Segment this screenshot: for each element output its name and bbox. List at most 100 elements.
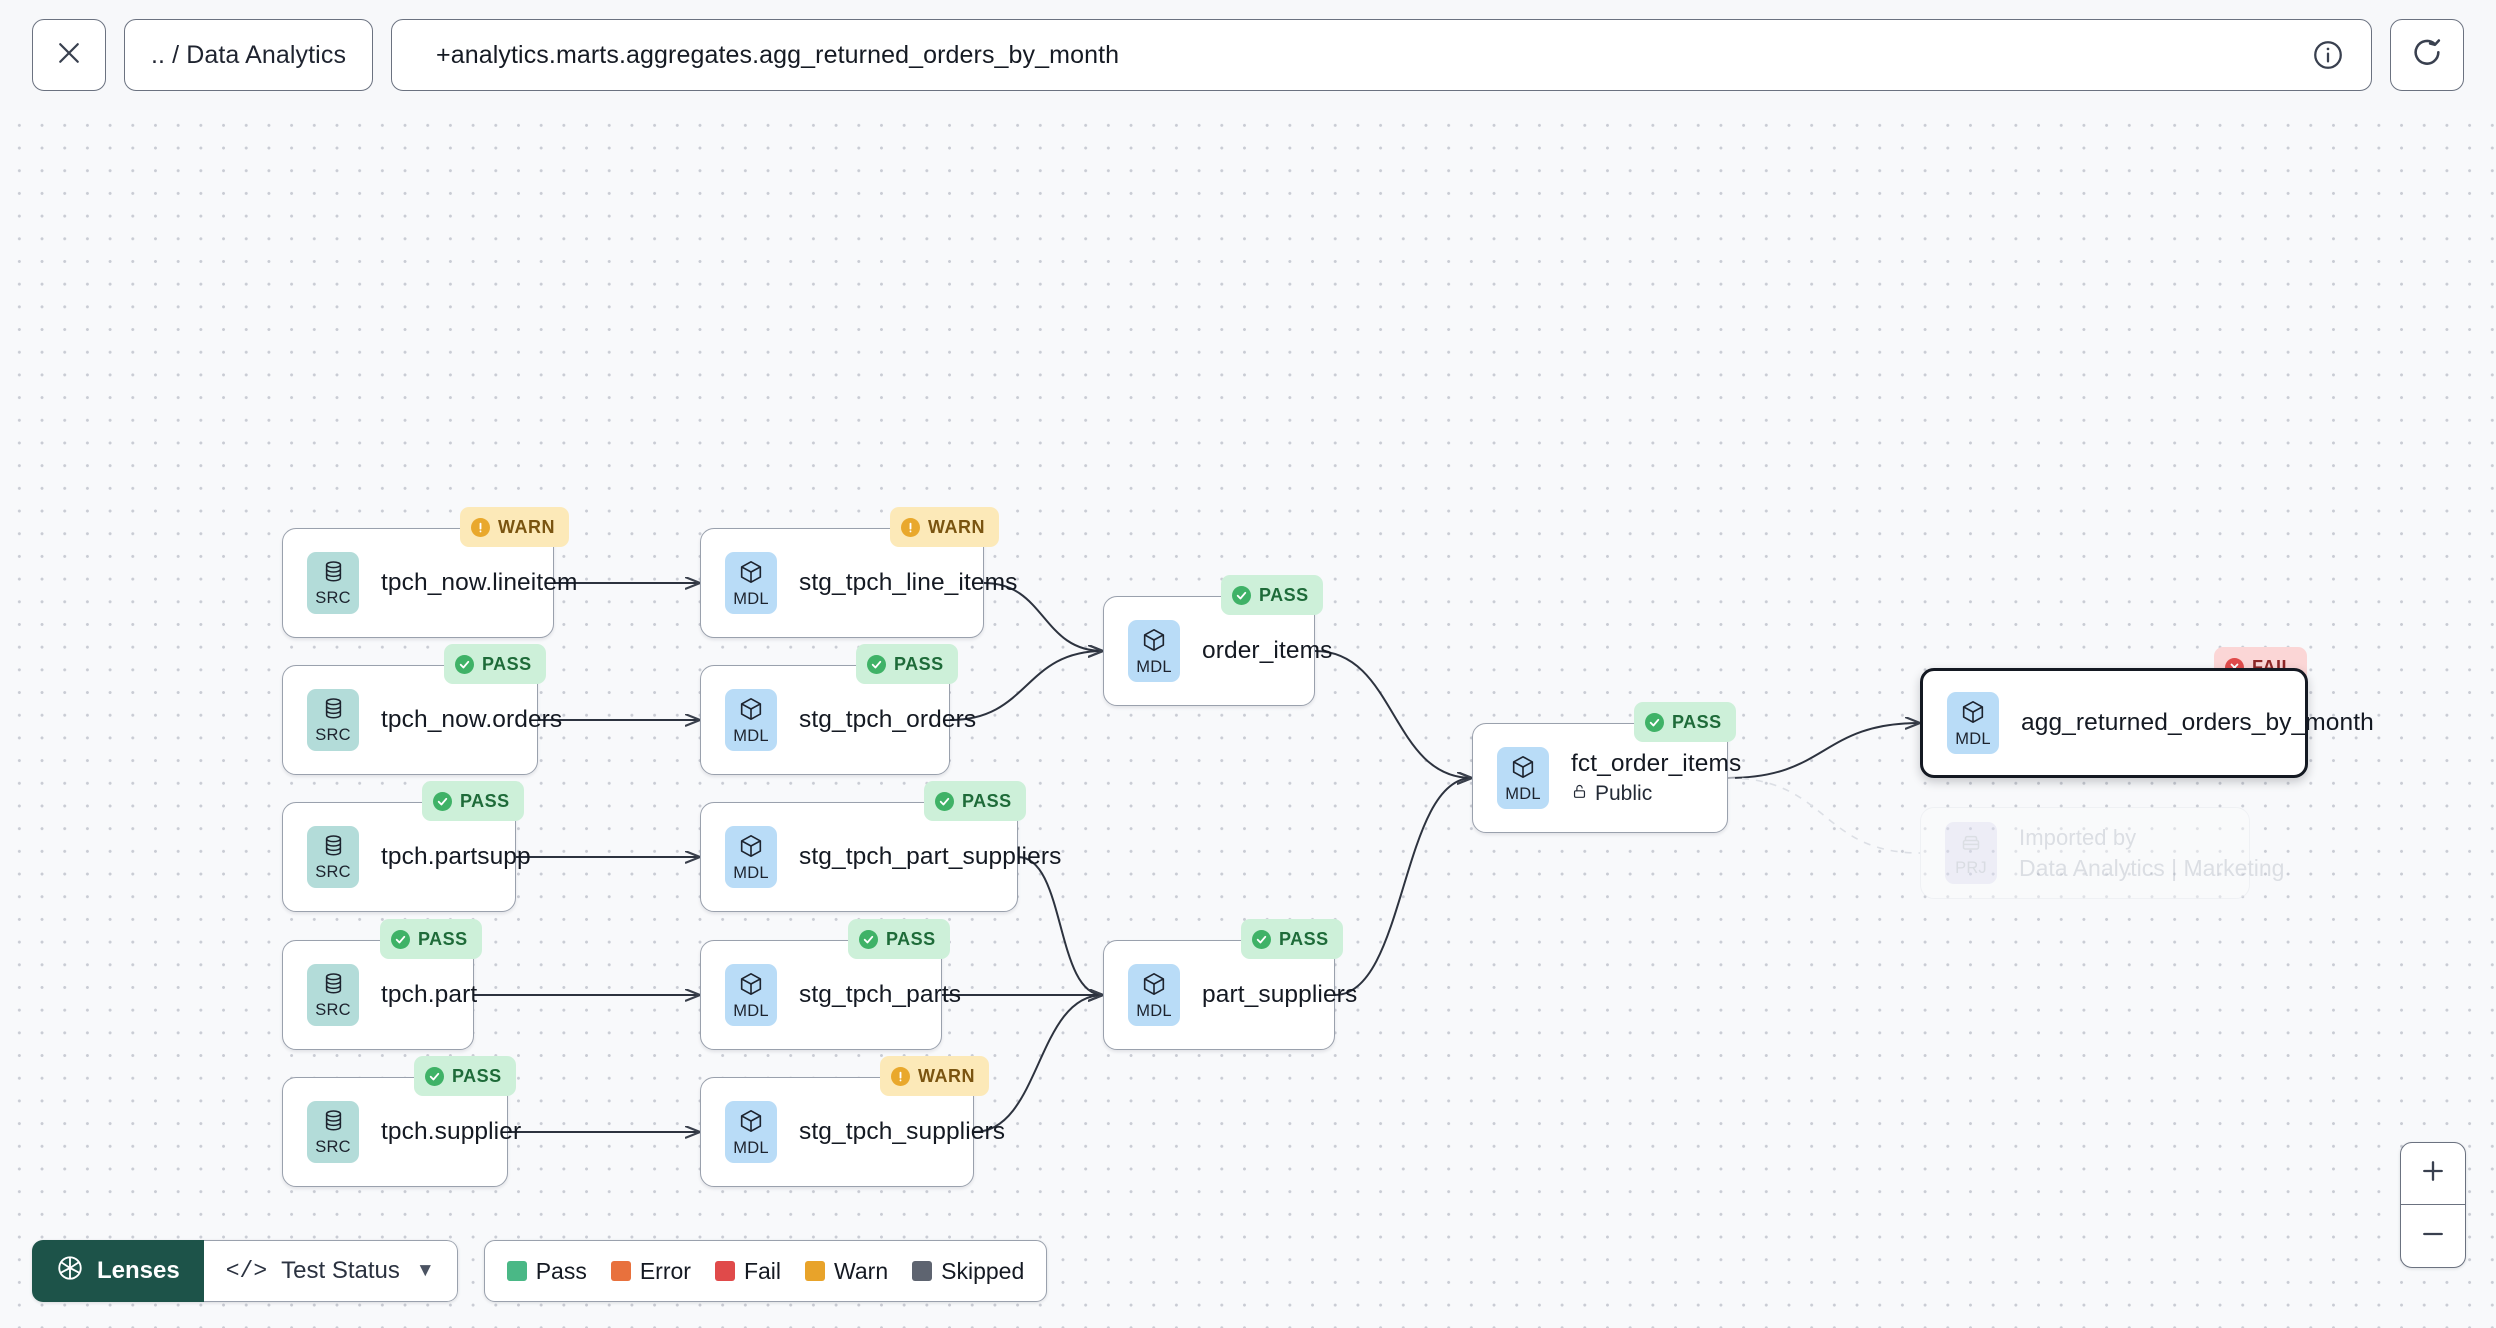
- status-badge-tpch_supplier[interactable]: PASS: [414, 1056, 516, 1096]
- node-labels: order_items: [1202, 637, 1332, 665]
- node-kind-label: MDL: [1136, 657, 1172, 676]
- node-title: Imported by: [2019, 824, 2137, 850]
- node-labels: tpch_now.orders: [381, 706, 562, 734]
- pass-status-icon: [867, 654, 886, 674]
- node-kind-label: MDL: [733, 726, 769, 745]
- status-badge-part_suppliers[interactable]: PASS: [1241, 919, 1343, 959]
- mdl-glyph-icon: [738, 696, 764, 727]
- src-glyph-icon: [321, 833, 346, 863]
- status-badge-stg_tpch_orders[interactable]: PASS: [856, 644, 958, 684]
- node-title: stg_tpch_orders: [799, 706, 977, 733]
- legend-label: Skipped: [941, 1257, 1025, 1284]
- lenses-button[interactable]: Lenses: [32, 1240, 204, 1302]
- status-badge-label: PASS: [1259, 584, 1309, 605]
- node-title: part_suppliers: [1202, 981, 1358, 1008]
- status-badge-label: PASS: [886, 928, 936, 949]
- legend-swatch-fail-icon: [714, 1261, 735, 1281]
- unlock-icon: [1571, 782, 1588, 807]
- status-badge-tpch_part[interactable]: PASS: [380, 919, 482, 959]
- edge-stg_tpch_suppliers-to-part_suppliers: [973, 995, 1103, 1133]
- status-badge-stg_tpch_line_items[interactable]: WARN: [890, 507, 999, 547]
- info-icon[interactable]: [2311, 38, 2345, 72]
- node-kind-label: SRC: [315, 863, 351, 882]
- src-glyph-icon: [321, 971, 346, 1001]
- edge-fct_order_items-to-imported_by_prj: [1727, 777, 1921, 854]
- status-badge-tpch_partsupp[interactable]: PASS: [422, 781, 524, 821]
- status-badge-label: PASS: [894, 653, 944, 674]
- status-badge-fct_order_items[interactable]: PASS: [1634, 702, 1736, 742]
- src-glyph-icon: [321, 1108, 346, 1138]
- pass-status-icon: [425, 1066, 444, 1086]
- legend-label: Error: [639, 1257, 691, 1284]
- status-badge-label: WARN: [918, 1065, 975, 1086]
- node-title: tpch.part: [381, 981, 478, 1008]
- node-title: stg_tpch_suppliers: [799, 1118, 1006, 1145]
- legend-label: Warn: [834, 1257, 889, 1284]
- search-bar[interactable]: [391, 19, 2372, 91]
- mdl-glyph-icon: [738, 559, 764, 590]
- prj-glyph-icon: [1959, 830, 1983, 859]
- legend-swatch-skipped-icon: [912, 1261, 933, 1281]
- node-title: tpch.partsupp: [381, 843, 531, 870]
- mdl-type-icon: MDL: [725, 689, 777, 751]
- node-title: tpch.supplier: [381, 1118, 522, 1145]
- node-kind-label: MDL: [1136, 1001, 1172, 1020]
- legend-item-error[interactable]: Error: [610, 1257, 691, 1285]
- node-kind-label: MDL: [1505, 784, 1541, 803]
- test-status-dropdown[interactable]: </> Test Status ▼: [203, 1240, 458, 1302]
- node-subtitle: Data Analytics | Marketing: [2019, 854, 2285, 881]
- node-labels: Imported by Data Analytics | Marketing: [2019, 824, 2285, 882]
- status-badge-tpch_now_lineitem[interactable]: WARN: [460, 507, 569, 547]
- refresh-button[interactable]: [2390, 19, 2464, 91]
- close-button[interactable]: [32, 19, 106, 91]
- bottom-toolbar: Lenses </> Test Status ▼ Pass Error Fail Wa…: [32, 1240, 1048, 1302]
- legend-swatch-pass-icon: [506, 1261, 527, 1281]
- status-badge-stg_tpch_parts[interactable]: PASS: [848, 919, 950, 959]
- src-glyph-icon: [321, 559, 346, 589]
- zoom-controls: [2400, 1142, 2466, 1268]
- src-type-icon: SRC: [307, 552, 359, 614]
- node-kind-label: MDL: [733, 589, 769, 608]
- search-input[interactable]: [434, 39, 2293, 71]
- breadcrumb[interactable]: .. / Data Analytics: [124, 19, 374, 91]
- pass-status-icon: [433, 791, 452, 811]
- zoom-in-button[interactable]: [2401, 1143, 2465, 1205]
- status-badge-label: PASS: [482, 653, 532, 674]
- node-labels: tpch.part: [381, 981, 478, 1009]
- node-kind-label: SRC: [315, 726, 351, 745]
- status-badge-label: PASS: [418, 928, 468, 949]
- status-badge-label: PASS: [460, 790, 510, 811]
- pass-status-icon: [1252, 929, 1271, 949]
- mdl-glyph-icon: [1960, 699, 1986, 730]
- zoom-out-button[interactable]: [2401, 1205, 2465, 1267]
- legend-item-skipped[interactable]: Skipped: [912, 1258, 1024, 1285]
- status-badge-label: PASS: [1672, 711, 1722, 732]
- aperture-icon: [56, 1254, 84, 1289]
- node-labels: stg_tpch_part_suppliers: [799, 843, 1061, 871]
- status-badge-tpch_now_orders[interactable]: PASS: [444, 644, 546, 684]
- legend-item-pass[interactable]: Pass: [506, 1258, 587, 1285]
- mdl-glyph-icon: [738, 1108, 764, 1139]
- legend-item-fail[interactable]: Fail: [714, 1258, 781, 1285]
- status-badge-stg_tpch_suppliers[interactable]: WARN: [880, 1056, 989, 1096]
- pass-status-icon: [1645, 712, 1664, 732]
- warn-status-icon: [901, 517, 920, 537]
- status-badge-order_items[interactable]: PASS: [1221, 575, 1323, 615]
- node-labels: agg_returned_orders_by_month: [2021, 709, 2374, 737]
- mdl-glyph-icon: [738, 971, 764, 1002]
- status-badge-stg_tpch_part_suppliers[interactable]: PASS: [924, 781, 1026, 821]
- legend-item-warn[interactable]: Warn: [805, 1258, 888, 1285]
- chevron-down-icon: ▼: [415, 1260, 435, 1281]
- pass-status-icon: [455, 654, 474, 674]
- warn-status-icon: [891, 1066, 910, 1086]
- node-labels: stg_tpch_parts: [799, 981, 961, 1009]
- edge-fct_order_items-to-agg_returned_orders_by_month: [1727, 723, 1920, 779]
